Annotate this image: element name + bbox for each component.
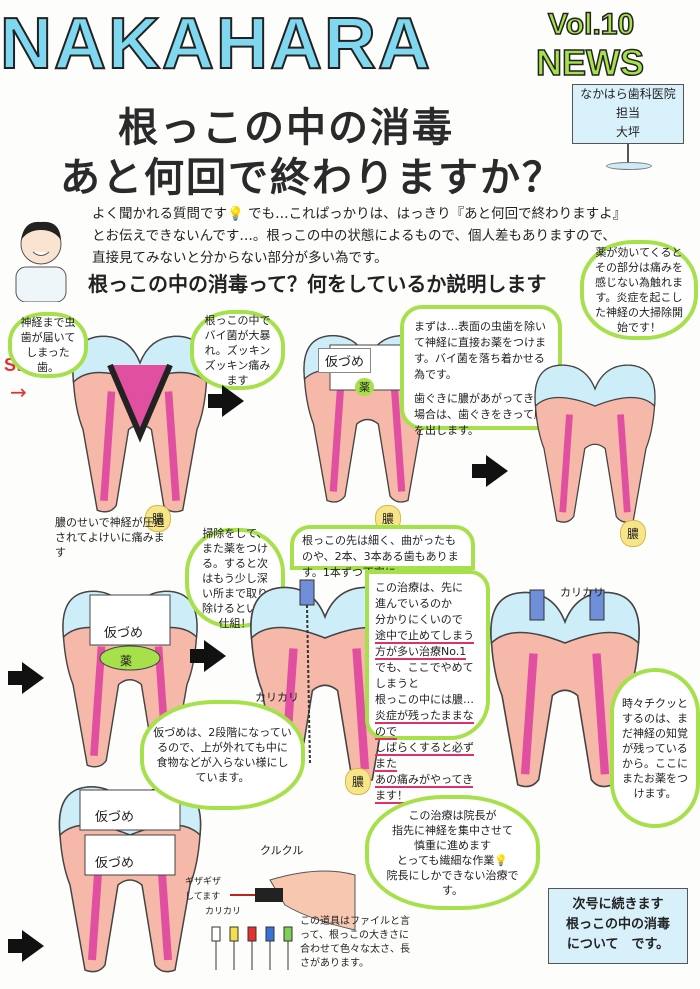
note-line-emphasis: しばらくすると必ずまた <box>375 741 474 772</box>
note-line: 分かりにくいので <box>375 613 463 626</box>
pus-pressure-note: 膿のせいで神経が圧迫されてよけいに痛みます <box>55 516 165 559</box>
clinic-name: なかはら歯科医院 <box>580 87 676 101</box>
hand-with-file-illustration <box>230 870 356 931</box>
serrated-label: ギザギザしてます <box>185 877 222 902</box>
intro-line: 直接見てみないと分からない部分が多い為です。 <box>92 250 388 266</box>
scrape-label: カリカリ <box>560 586 604 599</box>
first-step-text: まずは…表面の虫歯を除いて神経に直接お薬をつけます。バイ菌を落ち着かせる為です。 <box>414 320 546 381</box>
author-sign: なかはら歯科医院 担当 大坪 <box>572 84 684 144</box>
start-arrow-icon: → <box>10 380 27 404</box>
twist-label: クルクル <box>260 844 304 857</box>
note-line: でも、ここでやめてしまうと <box>375 661 474 690</box>
tooth-illustration-7 <box>40 775 220 975</box>
volume-number: Vol.10 <box>547 7 635 42</box>
intro-line: とお伝えできないんです…。根っこの中の状態によるもので、個人差もありますので、 <box>92 228 616 244</box>
headline-line2: あと何回で終わりますか？ <box>60 154 564 201</box>
intro-text: よく聞かれる質問です💡 でも…これぱっかりは、はっきり『あと何回で終わりますよ』… <box>92 203 626 269</box>
note-line: 進んでいるのか <box>375 597 452 610</box>
tooth-illustration-1 <box>40 325 240 515</box>
pus-label: 膿 <box>345 768 372 795</box>
bubble-first-step: まずは…表面の虫歯を除いて神経に直接お薬をつけます。バイ菌を落ち着かせる為です。… <box>400 305 562 437</box>
sign-base <box>606 162 652 170</box>
dentist-avatar <box>15 221 67 302</box>
tooth-illustration-5 <box>240 579 410 785</box>
bubble-decayed-tooth: 神経まで虫歯が届いてしまった歯。 <box>8 312 88 378</box>
pus-label: 膿 <box>145 505 172 532</box>
temp-fill-label: 仮づめ <box>98 620 150 643</box>
next-issue-line: について です。 <box>566 937 670 952</box>
next-arrow-icon <box>190 640 226 672</box>
next-issue-line: 次号に続きます <box>572 897 664 912</box>
medicine-label: 薬 <box>355 378 374 396</box>
bubble-cleaning-start: 薬が効いてくるとその部分は痛みを感じない為触れます。炎症を起こした神経の大掃除開… <box>580 240 698 340</box>
author-role: 担当 <box>615 106 640 120</box>
next-arrow-icon <box>8 662 44 694</box>
author-name: 大坪 <box>615 125 640 139</box>
next-arrow-icon <box>8 930 44 962</box>
bubble-dont-stop: この治療は、先に 進んでいるのか 分かりにくいので 途中で止めてしまう 方が多い… <box>365 570 490 804</box>
intro-line: よく聞かれる質問です💡 でも…これぱっかりは、はっきり『あと何回で終わりますよ』 <box>92 206 627 222</box>
masthead-title: NAKAHARA <box>0 4 432 84</box>
note-line-emphasis: 炎症が残ったままなので <box>375 709 474 740</box>
next-issue-topic: 根っこの中の消毒 <box>565 917 670 932</box>
bubble-two-layer-fill: 仮づめは、2段階になっているので、上が外れても中に食物などが入らない様にしていま… <box>140 700 305 810</box>
scrape-label: カリカリ <box>205 907 242 917</box>
sign-pole <box>627 144 629 166</box>
medicine-label: 薬 <box>120 654 133 668</box>
note-line: この治療は院長が <box>408 808 497 822</box>
section-subheading: 根っこの中の消毒って？何をしているか説明します <box>88 272 547 296</box>
gum-drain-text: 歯ぐきに膿があがってきた場合は、歯ぐきをきって膿を出します。 <box>414 392 546 437</box>
next-issue-box: 次号に続きます 根っこの中の消毒 について です。 <box>548 888 688 964</box>
temp-fill-label: 仮づめ <box>318 348 372 373</box>
next-arrow-icon <box>208 385 244 417</box>
note-line: 根っこの中には膿… <box>375 693 474 706</box>
tooth-illustration-6 <box>480 580 650 790</box>
note-line: 指先に神経を集中させて <box>392 823 513 837</box>
bubble-root-tip: 根っこの先は細く、曲がったものや、2本、3本ある歯もあります。1本ずつ丁寧に <box>290 525 475 579</box>
bubble-director-treatment: この治療は院長が 指先に神経を集中させて 慎重に進めます とっても繊細な作業💡 … <box>365 795 540 910</box>
scrape-label: カリカリ <box>255 691 299 704</box>
file-tool-note: この道具はファイルと言って、根っこの大きさに合わせて色々な太さ、長さがあります。 <box>300 916 410 969</box>
note-line: とっても繊細な作業💡 <box>396 853 509 867</box>
pus-label: 膿 <box>620 520 647 547</box>
headline-line1: 根っこの中の消毒 <box>118 104 454 151</box>
note-line-emphasis: あの痛みがやってきます！ <box>375 773 474 804</box>
temp-fill-label-upper: 仮づめ <box>95 810 135 825</box>
temp-fill-label-lower: 仮づめ <box>95 856 135 871</box>
note-line-emphasis: 方が多い治療No.1 <box>375 645 467 660</box>
note-line: 慎重に進めます <box>414 838 491 852</box>
file-set-icon <box>211 926 293 970</box>
news-label: NEWS <box>535 41 645 84</box>
note-line-emphasis: 途中で止めてしまう <box>375 629 474 644</box>
tooth-illustration-3 <box>505 355 685 525</box>
next-arrow-icon <box>472 455 508 487</box>
note-line: この治療は、先に <box>375 581 463 594</box>
note-line: 院長にしかできない治療です。 <box>386 868 519 897</box>
bubble-tingling: 時々チクッとするのは、まだ神経の知覚が残っているから。ここにまたお薬をつけます。 <box>610 668 700 828</box>
